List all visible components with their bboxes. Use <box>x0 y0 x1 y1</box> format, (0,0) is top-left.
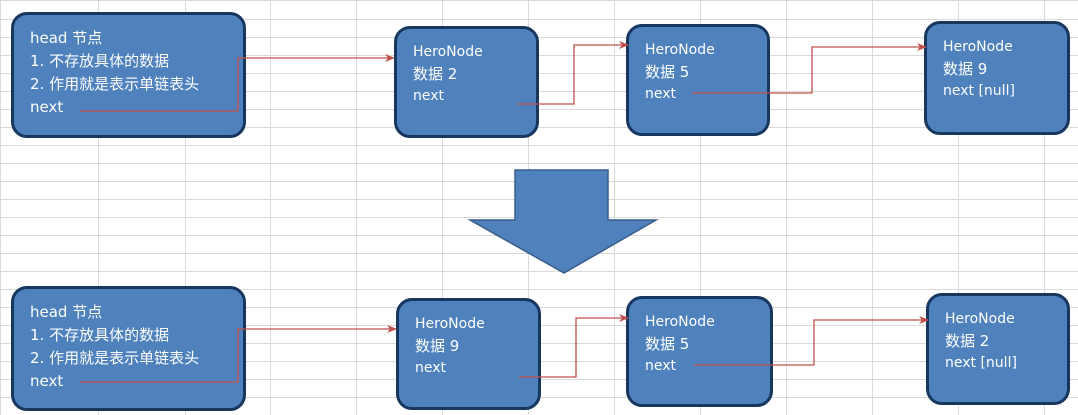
hero-node-next: next <box>415 360 447 376</box>
hero-node-data: 数据 2 <box>413 65 458 83</box>
hero-node-next: next [null] <box>943 83 1015 99</box>
hero-node-data: 数据 2 <box>945 332 990 350</box>
head-note-2: 2. 作用就是表示单链表头 <box>30 75 200 93</box>
head-title: head 节点 <box>30 29 103 47</box>
hero-node-name: HeroNode <box>645 314 715 330</box>
hero-node-next: next [null] <box>945 355 1017 371</box>
after-head-node: head 节点 1. 不存放具体的数据 2. 作用就是表示单链表头 next <box>11 286 246 411</box>
before-hero-node-3: HeroNode 数据 9 next [null] <box>924 21 1070 135</box>
after-hero-node-2: HeroNode 数据 5 next <box>626 296 773 407</box>
head-note-2: 2. 作用就是表示单链表头 <box>30 349 200 367</box>
before-hero-node-2: HeroNode 数据 5 next <box>626 24 770 136</box>
hero-node-next: next <box>645 86 677 102</box>
head-title: head 节点 <box>30 303 103 321</box>
hero-node-data: 数据 9 <box>415 337 460 355</box>
head-note-1: 1. 不存放具体的数据 <box>30 52 170 70</box>
before-hero-node-1: HeroNode 数据 2 next <box>394 26 539 138</box>
after-hero-node-1: HeroNode 数据 9 next <box>396 298 541 410</box>
down-arrow-shape <box>467 169 659 274</box>
hero-node-name: HeroNode <box>943 39 1013 55</box>
hero-node-data: 数据 5 <box>645 335 690 353</box>
hero-node-name: HeroNode <box>945 311 1015 327</box>
before-head-node: head 节点 1. 不存放具体的数据 2. 作用就是表示单链表头 next <box>11 12 246 138</box>
after-hero-node-3: HeroNode 数据 2 next [null] <box>926 293 1070 405</box>
hero-node-data: 数据 5 <box>645 63 690 81</box>
head-next-label: next <box>30 372 64 390</box>
link-node2-to-node3-after <box>694 316 929 366</box>
hero-node-data: 数据 9 <box>943 60 988 78</box>
hero-node-next: next <box>413 88 445 104</box>
hero-node-next: next <box>645 358 677 374</box>
link-node1-to-node2-before <box>517 41 629 105</box>
link-head-to-node1-after <box>80 325 397 383</box>
head-next-label: next <box>30 98 64 116</box>
link-node2-to-node3-before <box>692 43 927 94</box>
hero-node-name: HeroNode <box>413 44 483 60</box>
link-node1-to-node2-after <box>519 314 629 378</box>
head-note-1: 1. 不存放具体的数据 <box>30 326 170 344</box>
hero-node-name: HeroNode <box>415 316 485 332</box>
hero-node-name: HeroNode <box>645 42 715 58</box>
link-head-to-node1-before <box>80 54 395 112</box>
